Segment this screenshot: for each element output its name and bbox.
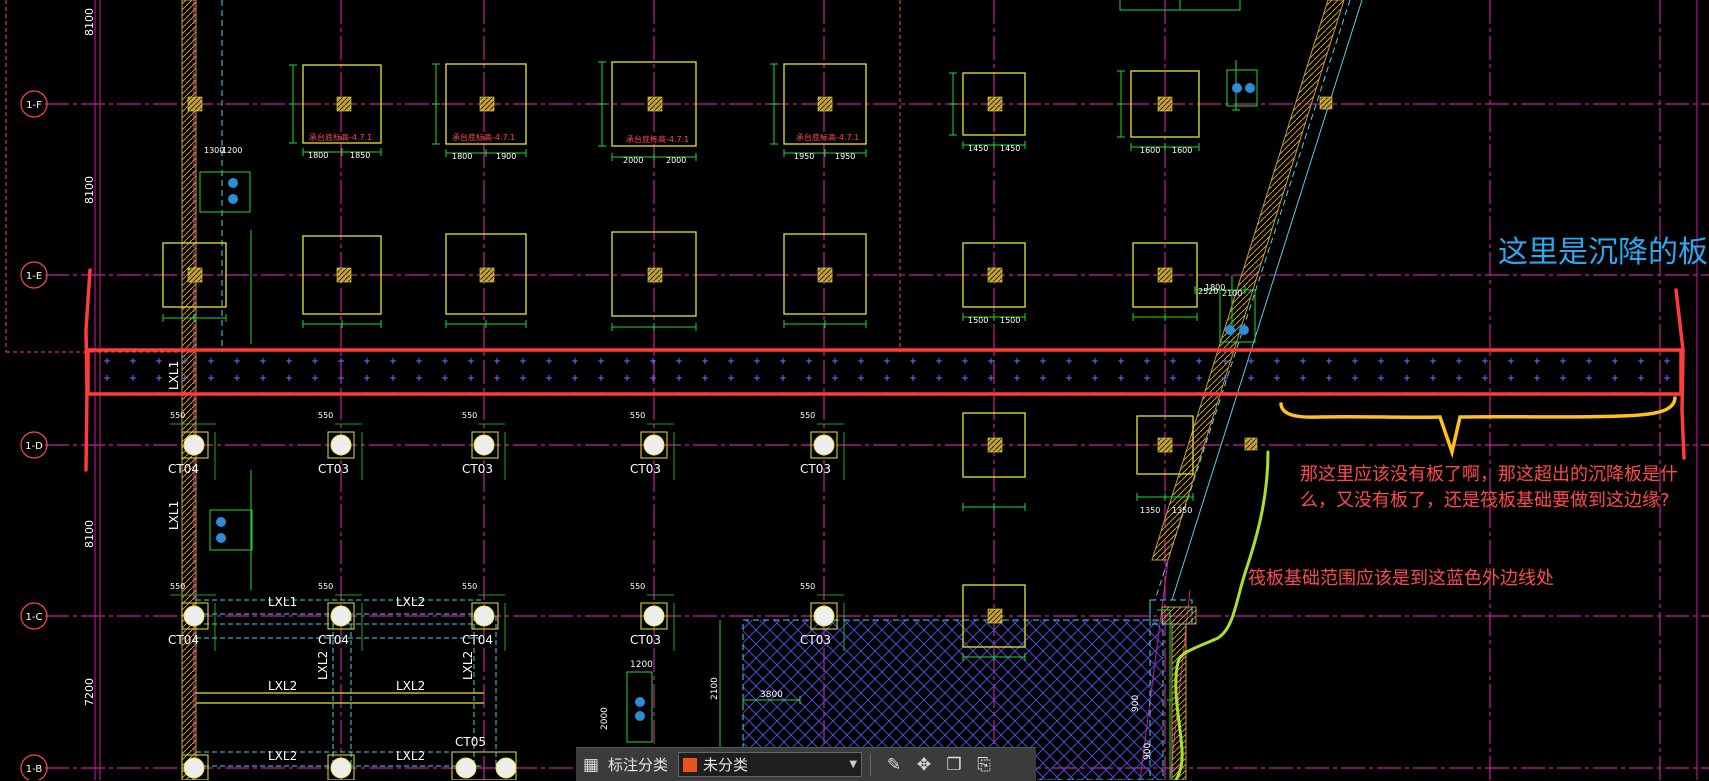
left-dimension-label: 8100 (83, 176, 96, 204)
pile-cap-label: CT03 (630, 633, 661, 647)
footing-dimension: 1500 (1000, 316, 1020, 325)
footing-dimension: 1800 (308, 151, 328, 160)
footing-dimension: 1500 (968, 316, 988, 325)
dimension-label: 2100 (710, 677, 720, 700)
raft-annotation-note: 筏板基础范围应该是到这蓝色外边线处 (1248, 568, 1554, 589)
layers-icon[interactable]: ▦ (582, 754, 600, 775)
grid-axis-label: 1-E (26, 271, 42, 282)
copy-icon[interactable]: ❐ (946, 754, 962, 775)
grid-axis-label: 1-B (26, 764, 43, 775)
beam-label: LXL2 (268, 749, 297, 763)
pile-cap-label: CT03 (800, 633, 831, 647)
footing-dimension: 2100 (1222, 289, 1242, 298)
pile-cap-label: CT04 (168, 633, 199, 647)
pile-cap-label: CT04 (318, 633, 349, 647)
toolbar-divider (870, 753, 872, 776)
footing-dimension: 1600 (1140, 146, 1160, 155)
pile-cap-dimension: 550 (630, 582, 645, 591)
beam-label: LXL2 (268, 679, 297, 693)
footing-dimension: 1800 (1205, 283, 1225, 292)
left-dimension-label: 8100 (83, 520, 96, 548)
move-icon[interactable]: ✥ (916, 754, 932, 775)
pile-cap-dimension: 550 (462, 582, 477, 591)
footing-elevation-label: 承台底标高-4.7.1 (309, 132, 372, 142)
footing-dimension: 1950 (835, 152, 855, 161)
pile-cap-label: CT04 (462, 633, 493, 647)
beam-label: LXL2 (461, 651, 475, 680)
footing-dimension: 1900 (496, 152, 516, 161)
pile-cap-label: CT03 (462, 462, 493, 476)
footing-dimension: 1350 (1140, 506, 1160, 515)
beam-label: LXL2 (396, 749, 425, 763)
annotation-toolbar: ▦ 标注分类 未分类 ▼ ✎ ✥ ❐ ⎘ (576, 747, 1036, 781)
beam-label: LXL2 (396, 595, 425, 609)
grid-axis-label: 1-C (26, 612, 43, 623)
dimension-label: 900 (1143, 743, 1153, 760)
footing-dimension: 2000 (623, 156, 643, 165)
pile-cap-dimension: 550 (170, 582, 185, 591)
dimension-label: 3800 (760, 690, 783, 700)
category-color-swatch (683, 757, 698, 772)
pile-cap-dimension: 550 (170, 411, 185, 420)
category-select-value: 未分类 (703, 756, 749, 774)
footing-dimension: 1450 (1000, 144, 1020, 153)
edit-icon[interactable]: ✎ (886, 754, 902, 775)
footing-elevation-label: 承台底标高-4.7.1 (626, 134, 689, 144)
category-select[interactable]: 未分类 ▼ (678, 752, 863, 777)
dimension-label: 900 (1131, 695, 1141, 712)
footing-dimension: 2520 (1198, 287, 1218, 296)
footing-dimension: 1800 (452, 152, 472, 161)
footing-dimension: 1950 (794, 152, 814, 161)
footing-elevation-label: 承台底标高-4.7.1 (452, 132, 515, 142)
beam-label: LXL2 (396, 679, 425, 693)
pile-cap-label: CT04 (168, 462, 199, 476)
left-dimension-label: 8100 (83, 8, 96, 36)
pile-cap-dimension: 550 (800, 411, 815, 420)
slab-annotation-note: 这里是沉降的板 (1498, 235, 1708, 270)
category-label: 标注分类 (608, 756, 669, 774)
footing-dimension: 1300 (204, 146, 224, 155)
beam-label: LXL2 (316, 651, 330, 680)
chevron-down-icon: ▼ (849, 759, 858, 770)
pile-cap-dimension: 550 (462, 411, 477, 420)
pile-cap-label: CT03 (800, 462, 831, 476)
pile-cap-dimension: 550 (318, 411, 333, 420)
pile-cap-dimension: 550 (318, 582, 333, 591)
pile-cap-dimension: 550 (800, 582, 815, 591)
beam-label: LXL1 (167, 361, 181, 390)
footing-dimension: 1200 (222, 146, 242, 155)
dimension-label: 2000 (600, 707, 610, 730)
drawing-geometry (5, 0, 1709, 780)
left-dimension-label: 7200 (83, 678, 96, 706)
footing-dimension: 1600 (1172, 146, 1192, 155)
pile-cap-label: CT05 (455, 735, 486, 749)
beam-label: LXL1 (167, 501, 181, 530)
footing-dimension: 1850 (350, 151, 370, 160)
footing-dimension: 2000 (666, 156, 686, 165)
beam-label: LXL1 (268, 595, 297, 609)
paste-icon[interactable]: ⎘ (977, 754, 991, 775)
footing-elevation-label: 承台底标高-4.7.1 (796, 132, 859, 142)
grid-axis-label: 1-F (26, 100, 42, 111)
footing-dimension: 1450 (968, 144, 988, 153)
grid-axis-label: 1-D (25, 441, 43, 452)
pile-cap-dimension: 550 (630, 411, 645, 420)
pile-cap-label: CT03 (630, 462, 661, 476)
dimension-label: 1200 (630, 660, 653, 670)
question-annotation-note: 那这里应该没有板了啊，那这超出的沉降板是什么，又没有板了，还是筏板基础要做到这边… (1300, 464, 1678, 511)
pile-cap-label: CT03 (318, 462, 349, 476)
footing-dimension: 1350 (1172, 506, 1192, 515)
